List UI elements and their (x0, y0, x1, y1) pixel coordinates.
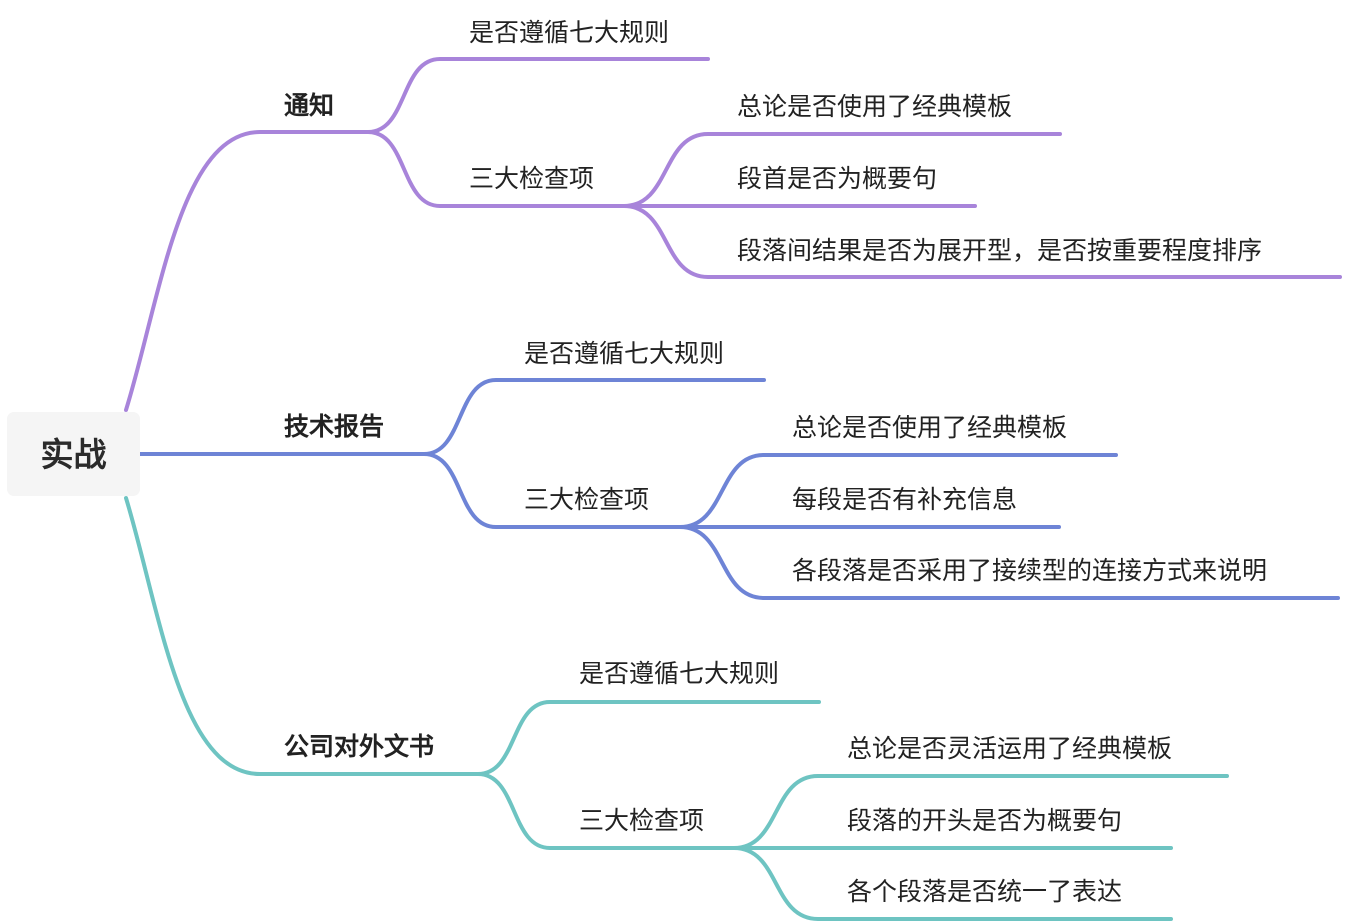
connector-external-docs-check-3 (732, 846, 1173, 921)
topic-external-docs[interactable]: 公司对外文书 (284, 732, 435, 761)
connector-external-docs-check-1 (732, 774, 1229, 850)
subtopic-tech-report-checks[interactable]: 三大检查项 (524, 485, 650, 514)
subtopic-notice-rules[interactable]: 是否遵循七大规则 (469, 18, 670, 47)
subtopic-notice-checks[interactable]: 三大检查项 (469, 164, 595, 193)
root-topic[interactable]: 实战 (7, 412, 140, 496)
leaf-external-docs-check-2[interactable]: 段落的开头是否为概要句 (847, 806, 1123, 835)
connector-external-docs-rules (476, 700, 821, 776)
leaf-notice-check-3[interactable]: 段落间结果是否为展开型，是否按重要程度排序 (737, 236, 1263, 265)
connector-notice-rules (366, 57, 710, 134)
connector-tech-report-checks (422, 452, 682, 529)
connector-external-docs-checks (476, 772, 736, 850)
subtopic-tech-report-rules[interactable]: 是否遵循七大规则 (524, 339, 725, 368)
leaf-notice-check-1[interactable]: 总论是否使用了经典模板 (737, 92, 1013, 121)
subtopic-external-docs-rules[interactable]: 是否遵循七大规则 (579, 659, 780, 688)
connector-root-to-notice (124, 130, 370, 412)
connector-notice-check-3 (622, 204, 1342, 279)
topic-notice[interactable]: 通知 (284, 91, 335, 120)
subtopic-external-docs-checks[interactable]: 三大检查项 (579, 806, 705, 835)
topic-tech-report[interactable]: 技术报告 (284, 412, 385, 441)
connector-tech-report-check-1 (678, 453, 1118, 529)
leaf-tech-report-check-3[interactable]: 各段落是否采用了接续型的连接方式来说明 (792, 556, 1268, 585)
leaf-external-docs-check-1[interactable]: 总论是否灵活运用了经典模板 (847, 734, 1173, 763)
leaf-external-docs-check-3[interactable]: 各个段落是否统一了表达 (847, 877, 1123, 906)
connector-tech-report-rules (422, 378, 766, 456)
leaf-tech-report-check-2[interactable]: 每段是否有补充信息 (792, 485, 1018, 514)
leaf-notice-check-2[interactable]: 段首是否为概要句 (737, 164, 938, 193)
connector-tech-report-check-3 (678, 525, 1340, 600)
connector-root-to-external-docs (124, 496, 480, 776)
connector-notice-checks (366, 130, 626, 208)
connector-notice-check-1 (622, 132, 1062, 208)
leaf-tech-report-check-1[interactable]: 总论是否使用了经典模板 (792, 413, 1068, 442)
